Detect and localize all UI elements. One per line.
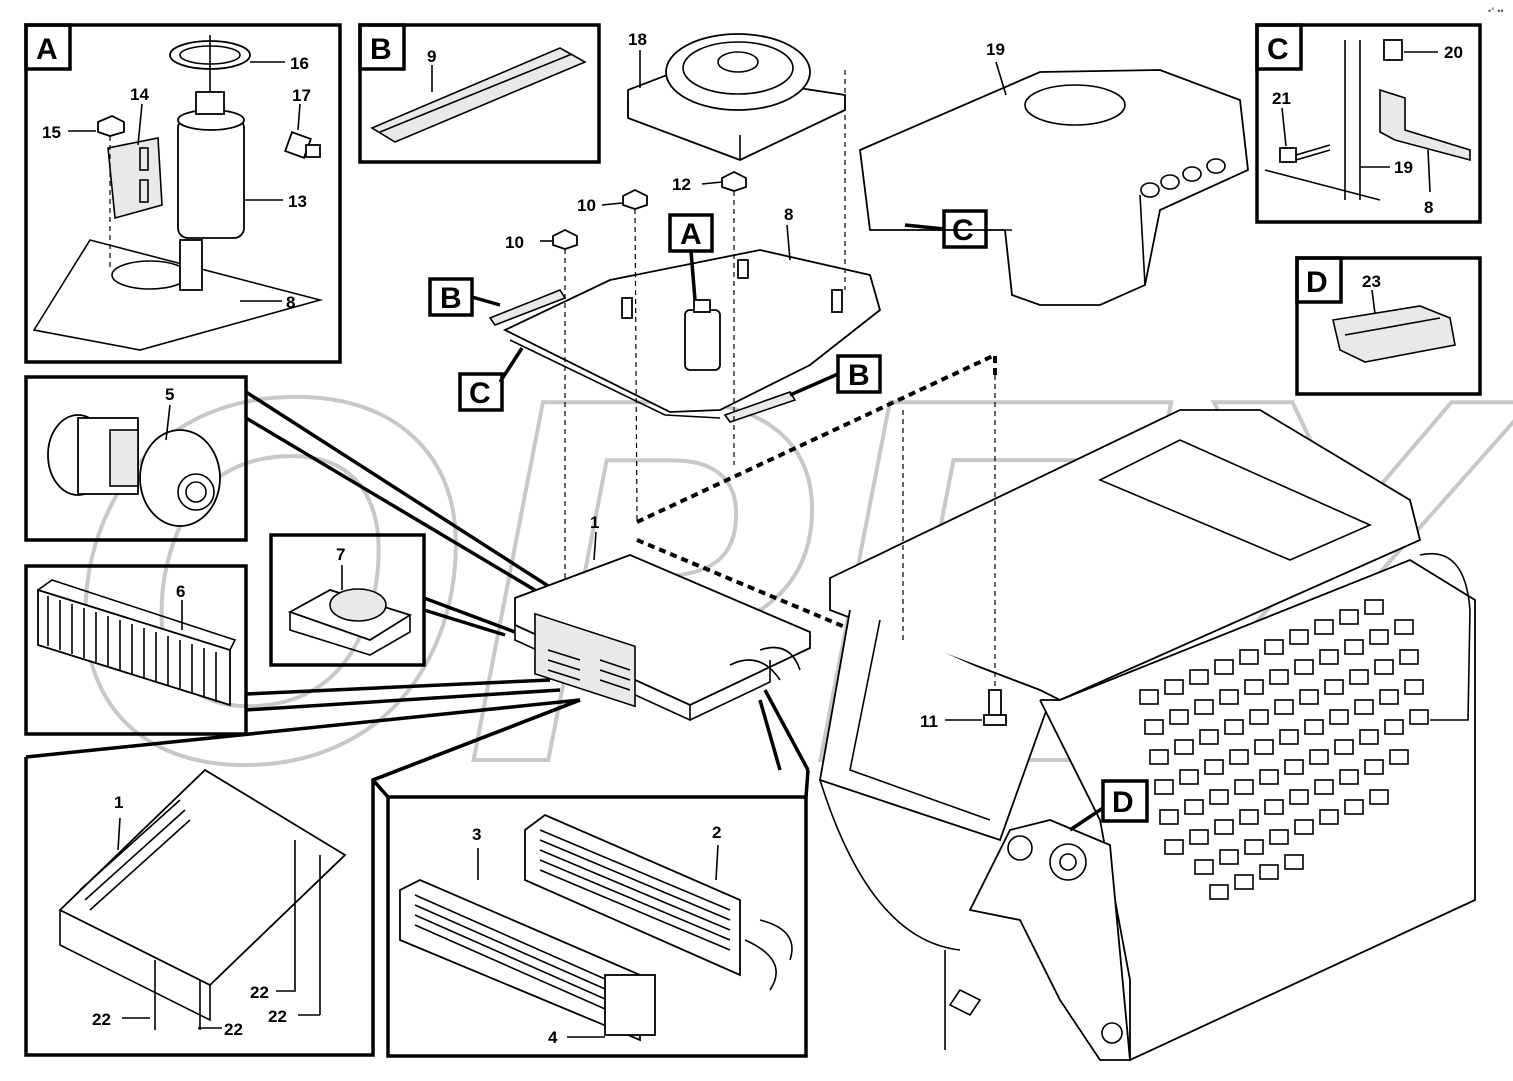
part-number-14: 14 [130,85,149,104]
drier-bracket [107,137,163,220]
part-number-11: 11 [920,712,938,731]
part-number-5: 5 [165,385,174,404]
callout-b-left: B [428,277,501,317]
pressure-switch [284,131,321,159]
cab-bolt: 11 [902,375,1007,731]
part-number-12: 12 [672,175,691,194]
callout-c-top-label: C [952,214,974,247]
part-number-10-b: 10 [577,196,596,215]
callout-b-left-label: B [440,282,462,315]
detail-box-filter: 6 [24,564,248,736]
receiver-drier [177,117,245,239]
callout-c-left-label: C [469,377,491,410]
cab-roof-cover: 19 [859,40,1249,306]
bolt-c [1279,144,1331,163]
clip-nut [1383,39,1403,61]
part-number-22-d: 22 [268,1007,287,1026]
part-number-22-c: 22 [250,983,269,1002]
detail-box-resistor: 7 [269,533,426,667]
condenser-fan-unit: 18 [627,30,846,161]
cab-frame [818,409,1476,1062]
part-number-16: 16 [290,54,309,73]
part-number-3: 3 [472,825,481,844]
detail-box-c: C 20 21 19 8 [1255,23,1482,224]
part-number-4: 4 [548,1028,558,1047]
part-number-22-a: 22 [92,1010,111,1029]
corner-mark: •° •• [1488,6,1504,16]
part-number-1: 1 [590,513,599,532]
evaporator-core [524,813,741,977]
callout-d-label: D [1112,786,1134,819]
callout-c-top: C [904,209,988,249]
detail-box-hoses: 1 22 22 22 22 [24,698,581,1057]
mounting-plate: 8 [488,205,882,423]
part-number-18: 18 [628,30,647,49]
part-number-13: 13 [288,192,307,211]
part-number-10-a: 10 [505,233,524,252]
detail-box-d-label: D [1306,266,1328,299]
plate-fasteners: 10 10 12 [505,70,846,590]
bracket-c [1379,88,1471,162]
part-number-21: 21 [1272,89,1291,108]
cabin-filter [37,588,231,707]
part-number-20: 20 [1444,43,1463,62]
expansion-valve [604,974,656,1036]
flange-nut [97,115,125,137]
callout-d: D [1069,779,1149,832]
callout-a-label: A [680,218,702,251]
detail-box-a: A 15 14 16 17 13 [24,23,342,364]
part-number-23: 23 [1362,272,1381,291]
detail-box-blower: 5 [24,375,248,542]
part-number-22-b: 22 [224,1020,243,1039]
part-number-7: 7 [336,545,345,564]
part-number-17: 17 [292,86,311,105]
detail-box-b-label: B [370,33,392,66]
detail-box-heat-exchangers: 3 2 4 [371,769,810,1058]
detail-box-c-label: C [1267,33,1289,66]
part-number-1-lower: 1 [114,793,123,812]
detail-box-b: B 9 [358,23,601,164]
seal-strip [370,47,587,143]
callout-b-right-label: B [848,359,870,392]
part-number-2: 2 [712,823,721,842]
part-number-19-box-c: 19 [1394,158,1413,177]
part-number-8-box-a: 8 [286,293,295,312]
part-number-8: 8 [784,205,793,224]
callout-b-right: B [789,354,882,397]
part-number-9: 9 [427,47,436,66]
callout-a: A [668,213,714,301]
detail-box-a-label: A [36,33,58,66]
callout-c-left: C [458,347,524,412]
part-number-15: 15 [42,123,61,142]
part-number-19: 19 [986,40,1005,59]
hvac-unit: 1 [514,513,811,722]
detail-box-d: D 23 [1295,256,1482,396]
part-number-6: 6 [176,582,185,601]
part-number-8-box-c: 8 [1424,198,1433,217]
